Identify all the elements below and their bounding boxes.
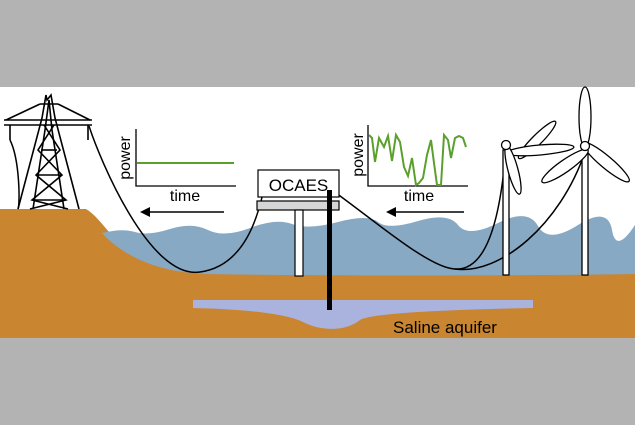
platform-deck bbox=[256, 200, 340, 211]
left-plot-axes bbox=[135, 129, 236, 187]
left-arrow-head bbox=[140, 207, 150, 217]
top-frame bbox=[0, 0, 635, 87]
right-plot-trace bbox=[368, 132, 467, 187]
power-cables bbox=[9, 125, 586, 273]
left-plot-xlabel: time bbox=[170, 188, 200, 205]
bottom-frame bbox=[0, 338, 635, 425]
right-plot-ylabel: power bbox=[350, 133, 367, 177]
aquifer-label: Saline aquifer bbox=[393, 318, 497, 337]
well-pipe bbox=[327, 190, 332, 310]
platform-label: OCAES bbox=[269, 176, 329, 195]
right-plot-axes bbox=[367, 125, 468, 187]
platform-box bbox=[257, 169, 340, 198]
transmission-tower-icon bbox=[4, 93, 92, 210]
wind-turbine-icon bbox=[500, 120, 575, 276]
sea bbox=[102, 216, 635, 276]
right-plot-xlabel: time bbox=[404, 188, 434, 205]
left-power-plot: power time bbox=[117, 129, 236, 217]
right-power-plot: power time bbox=[350, 125, 468, 217]
left-plot-ylabel: power bbox=[117, 136, 134, 180]
right-arrow-head bbox=[386, 207, 396, 217]
wind-turbine-icon bbox=[541, 86, 630, 276]
ocaes-platform: OCAES bbox=[256, 169, 340, 277]
platform-leg bbox=[294, 209, 304, 277]
saline-aquifer bbox=[193, 300, 533, 329]
